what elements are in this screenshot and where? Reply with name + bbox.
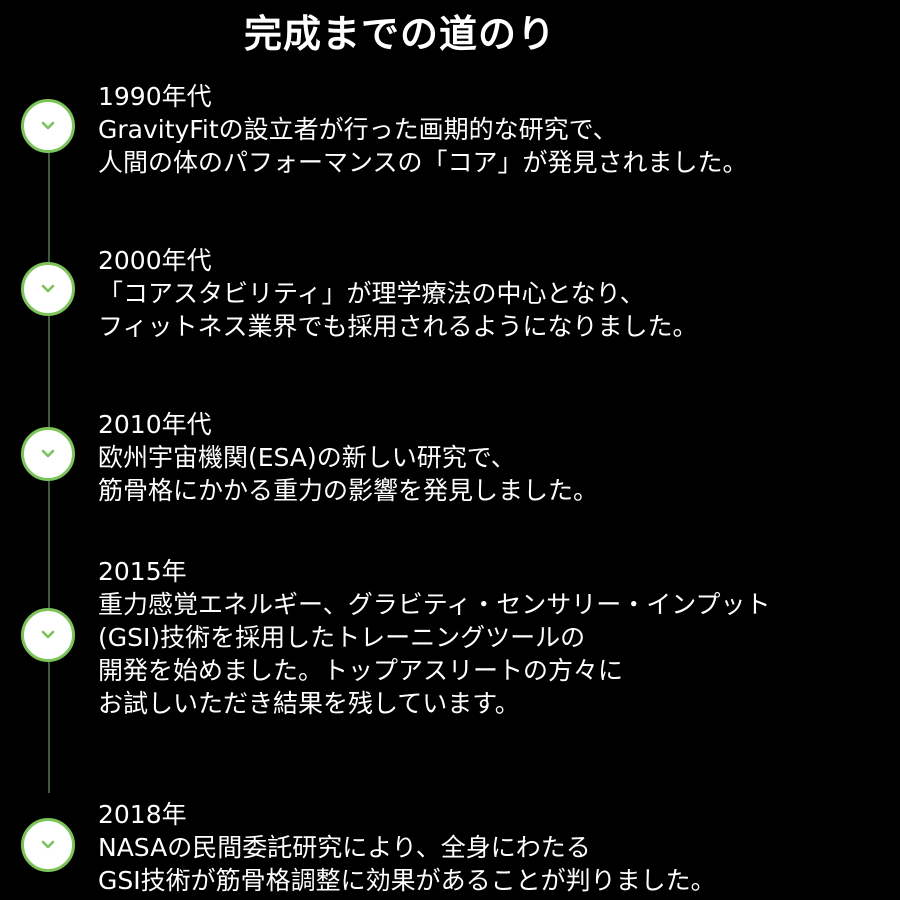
entry-text-line: フィットネス業界でも採用されるようになりました。 <box>98 312 698 341</box>
timeline-marker <box>21 427 75 481</box>
timeline-marker <box>21 608 75 662</box>
chevron-down-icon <box>41 449 55 458</box>
timeline-entry-1990s: 1990年代 GravityFitの設立者が行った画期的な研究で、 人間の体のパ… <box>98 80 888 179</box>
timeline-entry-2015: 2015年 重力感覚エネルギー、グラビティ・センサリー・インプット (GSI)技… <box>98 555 888 720</box>
chevron-down-icon <box>41 284 55 293</box>
entry-text-line: GravityFitの設立者が行った画期的な研究で、 <box>98 115 618 144</box>
entry-year: 2000年代 <box>98 246 212 275</box>
entry-text-line: (GSI)技術を採用したトレーニングツールの <box>98 623 586 652</box>
entry-year: 1990年代 <box>98 82 212 111</box>
chevron-down-icon <box>41 840 55 849</box>
entry-text-line: 重力感覚エネルギー、グラビティ・センサリー・インプット <box>98 590 771 619</box>
entry-year: 2010年代 <box>98 410 212 439</box>
page-title: 完成までの道のり <box>243 12 556 56</box>
timeline-entry-2010s: 2010年代 欧州宇宙機関(ESA)の新しい研究で、 筋骨格にかかる重力の影響を… <box>98 408 888 507</box>
entry-text-line: NASAの民間委託研究により、全身にわたる <box>98 833 591 862</box>
timeline-marker <box>21 99 75 153</box>
entry-text-line: お試しいただき結果を残しています。 <box>98 689 520 718</box>
timeline-marker <box>21 818 75 872</box>
chevron-down-icon <box>41 630 55 639</box>
entry-text-line: GSI技術が筋骨格調整に効果があることが判りました。 <box>98 866 716 895</box>
entry-text-line: 「コアスタビリティ」が理学療法の中心となり、 <box>98 279 645 308</box>
chevron-down-icon <box>41 121 55 130</box>
entry-text-line: 筋骨格にかかる重力の影響を発見しました。 <box>98 476 599 505</box>
timeline-entry-2018: 2018年 NASAの民間委託研究により、全身にわたる GSI技術が筋骨格調整に… <box>98 798 888 897</box>
timeline-marker <box>21 262 75 316</box>
entry-year: 2018年 <box>98 800 187 829</box>
entry-year: 2015年 <box>98 557 187 586</box>
entry-text-line: 欧州宇宙機関(ESA)の新しい研究で、 <box>98 443 516 472</box>
entry-text-line: 開発を始めました。トップアスリートの方々に <box>98 656 624 685</box>
entry-text-line: 人間の体のパフォーマンスの「コア」が発見されました。 <box>98 148 748 177</box>
timeline-entry-2000s: 2000年代 「コアスタビリティ」が理学療法の中心となり、 フィットネス業界でも… <box>98 244 888 343</box>
